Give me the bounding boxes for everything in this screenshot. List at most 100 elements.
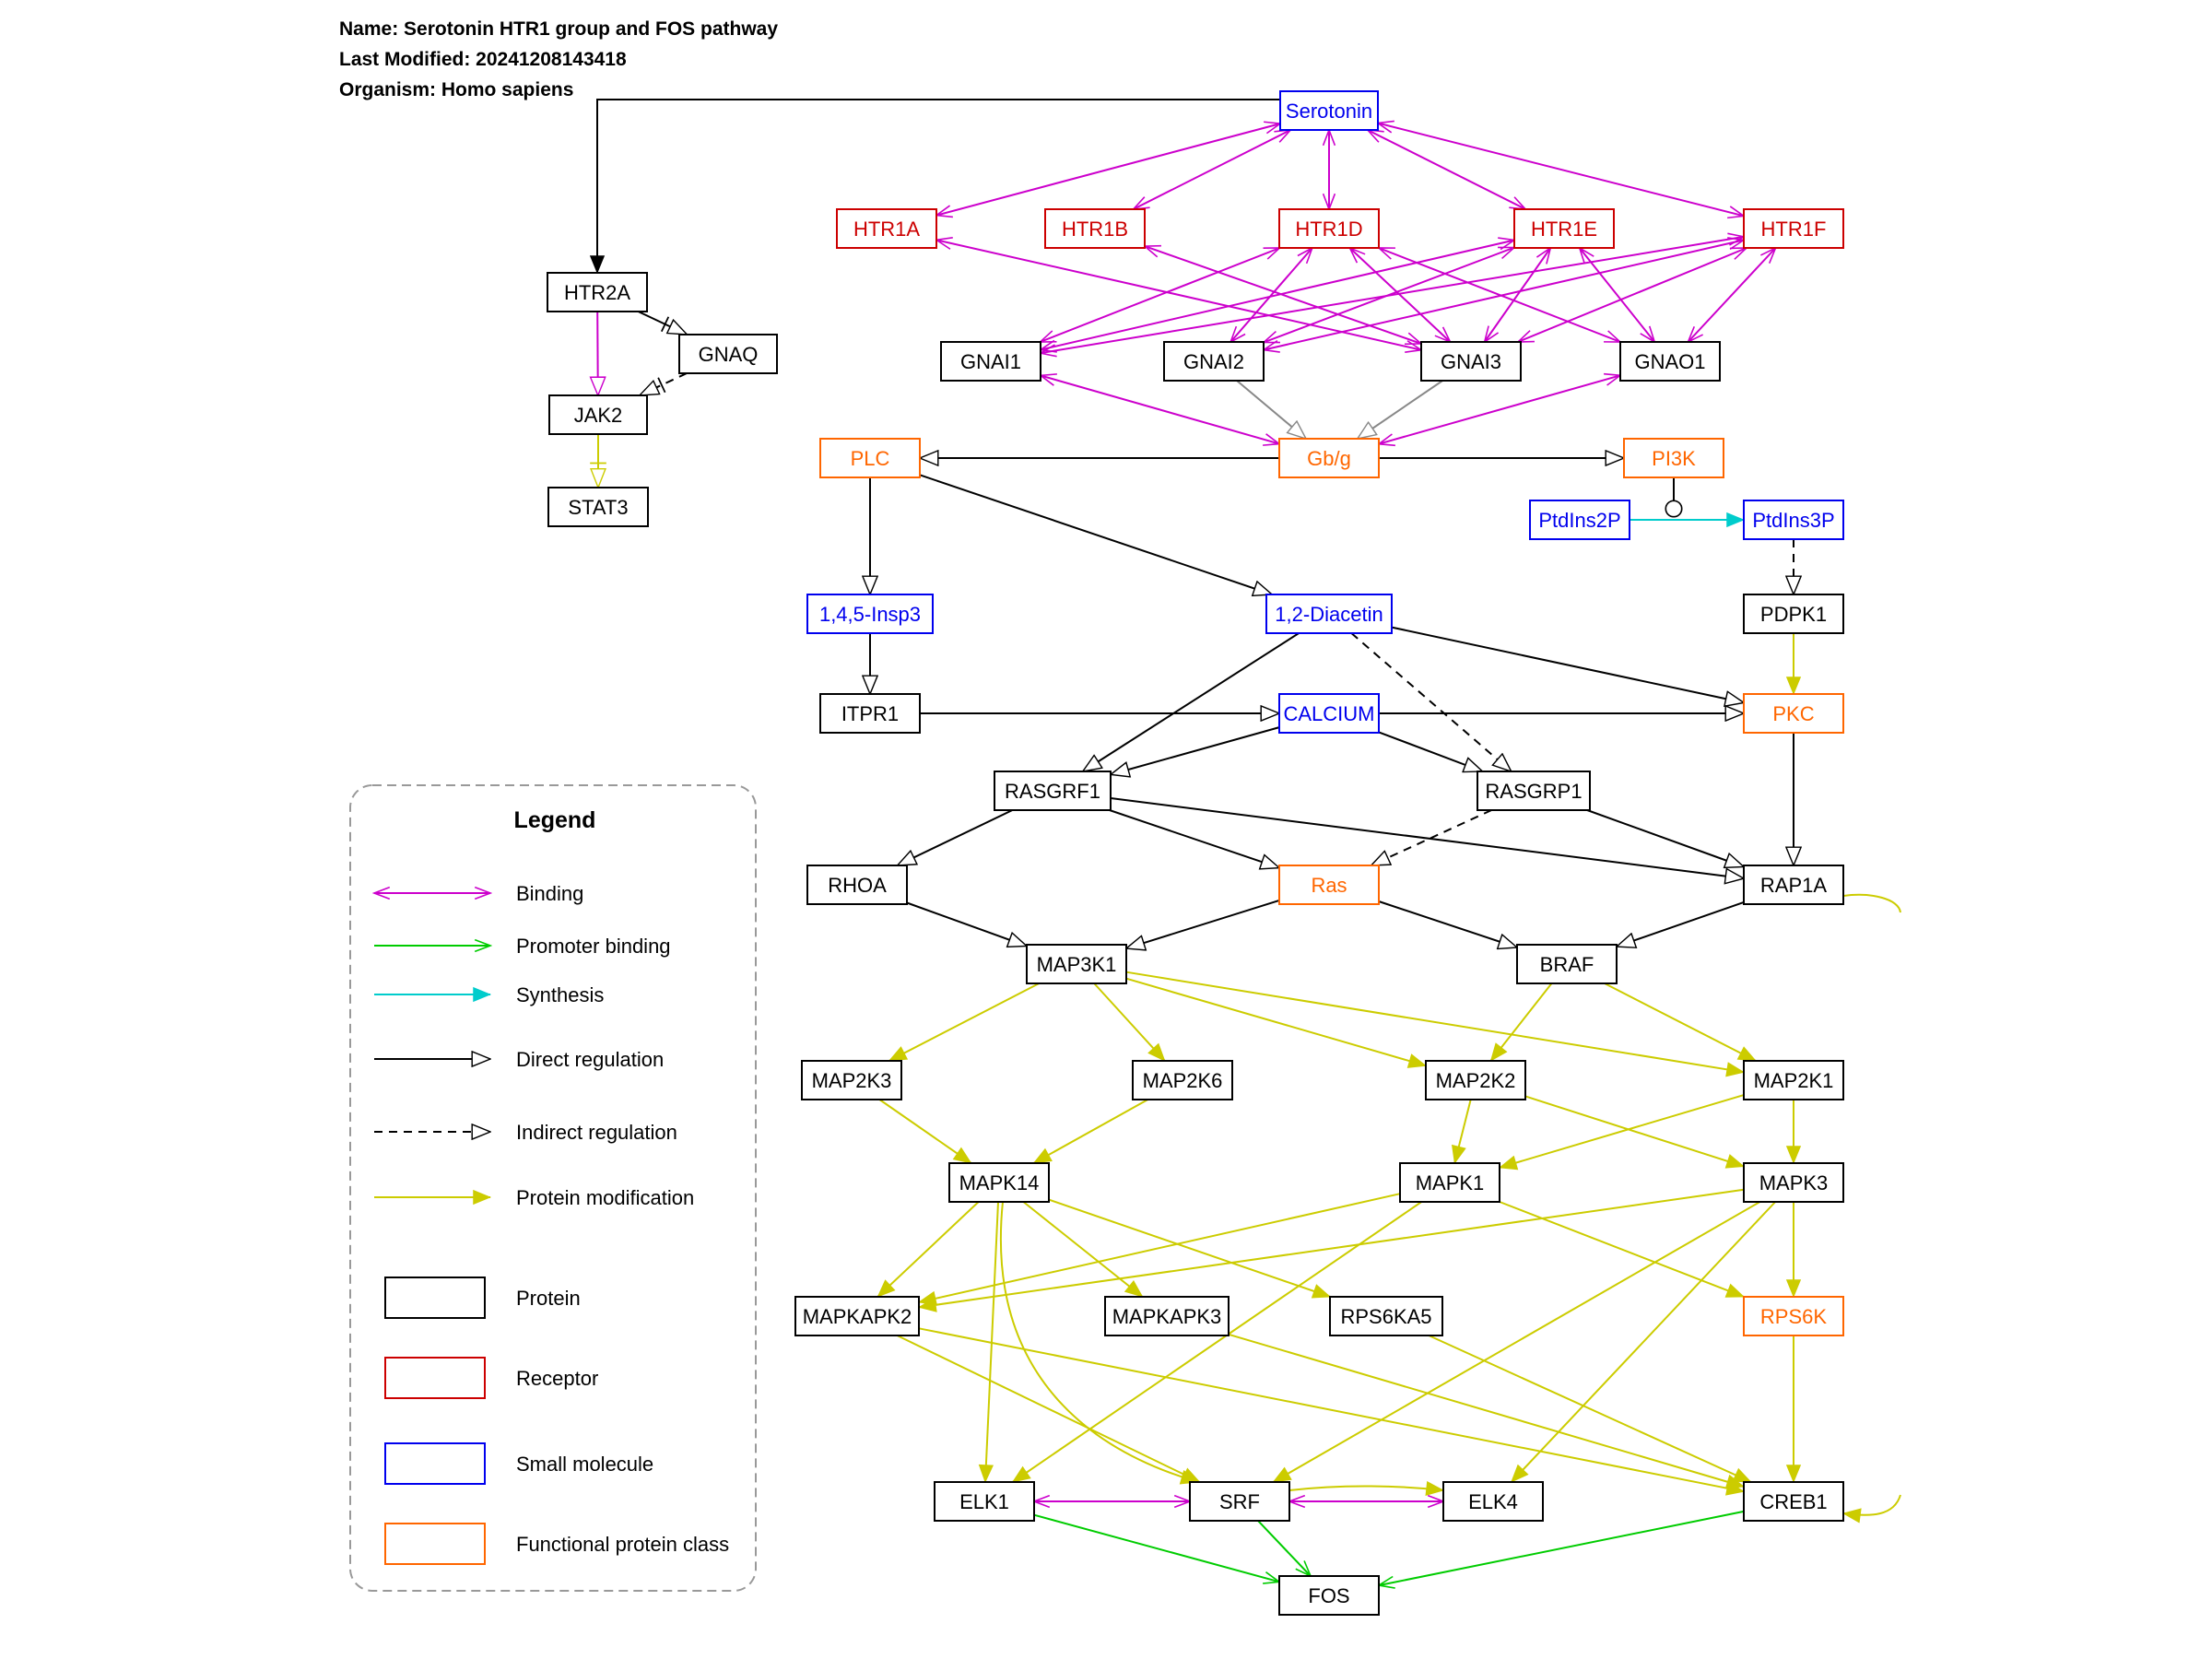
edge-rps6ka5-creb1-modification (1428, 1335, 1751, 1483)
node-label: Ras (1311, 874, 1347, 897)
node-box (678, 334, 778, 374)
node-map2k1[interactable]: MAP2K1 (1743, 1060, 1844, 1100)
node-box (1420, 341, 1522, 382)
node-diacetin[interactable]: 1,2-Diacetin (1265, 594, 1393, 634)
edge-mapk3-srf-modification (1274, 1201, 1760, 1483)
node-gnaq[interactable]: GNAQ (678, 334, 778, 374)
node-pi3k[interactable]: PI3K (1623, 438, 1724, 478)
edge-htr2a-jak2-magenta_open (597, 311, 598, 395)
node-label: 1,4,5-Insp3 (819, 603, 921, 626)
node-mapkapk3[interactable]: MAPKAPK3 (1104, 1296, 1230, 1336)
node-fos[interactable]: FOS (1278, 1575, 1380, 1616)
node-braf[interactable]: BRAF (1516, 944, 1618, 984)
node-htr1e[interactable]: HTR1E (1513, 208, 1615, 249)
node-ras[interactable]: Ras (1278, 865, 1380, 905)
node-label: PKC (1772, 702, 1814, 725)
node-label: GNAO1 (1634, 350, 1705, 373)
node-ptdins2p[interactable]: PtdIns2P (1529, 500, 1630, 540)
legend-label: Small molecule (516, 1453, 653, 1476)
edge-htr1e-gnai1-binding (1041, 241, 1514, 350)
edge-serotonin-htr1f-binding (1378, 124, 1744, 217)
node-htr2a[interactable]: HTR2A (547, 272, 648, 312)
node-label: PDPK1 (1760, 603, 1827, 626)
node-box (1278, 693, 1380, 734)
edge-rasgrp1-ras-indirect (1371, 809, 1492, 866)
edge-rasgrf1-rhoa-direct (898, 809, 1013, 866)
edge-htr2a-gnaq-inhibit_direct (638, 311, 688, 335)
node-plc[interactable]: PLC (819, 438, 921, 478)
node-rap1a[interactable]: RAP1A (1743, 865, 1844, 905)
node-box (1265, 594, 1393, 634)
node-label: PLC (851, 447, 890, 470)
legend-label: Synthesis (516, 983, 604, 1006)
node-box (1623, 438, 1724, 478)
node-label: RASGRP1 (1485, 780, 1582, 803)
node-gnai3[interactable]: GNAI3 (1420, 341, 1522, 382)
node-mapkapk2[interactable]: MAPKAPK2 (794, 1296, 920, 1336)
node-mapk3[interactable]: MAPK3 (1743, 1162, 1844, 1203)
edge-map2k1-mapk1-modification (1500, 1094, 1745, 1168)
edge-rasgrf1-rap1a-direct (1110, 797, 1744, 878)
node-box (1189, 1481, 1290, 1522)
node-serotonin[interactable]: Serotonin (1279, 90, 1379, 131)
edge-htr1a-gnai3-binding (936, 240, 1421, 349)
node-rps6k[interactable]: RPS6K (1743, 1296, 1844, 1336)
node-box (1026, 944, 1127, 984)
legend-item-receptor: Receptor (384, 1357, 598, 1399)
edge-htr1f-gnai2-binding (1264, 240, 1744, 349)
node-stat3[interactable]: STAT3 (547, 487, 649, 527)
node-rps6ka5[interactable]: RPS6KA5 (1329, 1296, 1443, 1336)
edge-mapk1-rps6k-modification (1499, 1201, 1744, 1298)
node-label: MAPK1 (1416, 1171, 1485, 1194)
node-rasgrp1[interactable]: RASGRP1 (1477, 771, 1591, 811)
node-htr1d[interactable]: HTR1D (1278, 208, 1380, 249)
edge-srf-elk4-modification_arc (1288, 1486, 1443, 1490)
node-gnao1[interactable]: GNAO1 (1619, 341, 1721, 382)
legend-label: Direct regulation (516, 1048, 664, 1071)
node-htr1f[interactable]: HTR1F (1743, 208, 1844, 249)
node-htr1b[interactable]: HTR1B (1044, 208, 1146, 249)
node-elk4[interactable]: ELK4 (1442, 1481, 1544, 1522)
legend-label: Receptor (516, 1367, 598, 1390)
node-elk1[interactable]: ELK1 (934, 1481, 1035, 1522)
node-gnai1[interactable]: GNAI1 (940, 341, 1041, 382)
node-map3k1[interactable]: MAP3K1 (1026, 944, 1127, 984)
legend-title: Legend (514, 807, 596, 833)
node-mapk14[interactable]: MAPK14 (948, 1162, 1050, 1203)
node-pdpk1[interactable]: PDPK1 (1743, 594, 1844, 634)
node-label: MAP2K6 (1143, 1069, 1223, 1092)
node-gbg[interactable]: Gb/g (1278, 438, 1380, 478)
node-ptdins3p[interactable]: PtdIns3P (1743, 500, 1844, 540)
node-insp3[interactable]: 1,4,5-Insp3 (806, 594, 934, 634)
node-jak2[interactable]: JAK2 (548, 394, 648, 435)
node-label: RPS6K (1760, 1305, 1827, 1328)
node-mapk1[interactable]: MAPK1 (1399, 1162, 1500, 1203)
node-label: PtdIns2P (1538, 509, 1620, 532)
legend-item-small_molecule: Small molecule (384, 1442, 653, 1485)
node-label: HTR1F (1761, 218, 1827, 241)
node-htr1a[interactable]: HTR1A (836, 208, 937, 249)
node-box (1278, 438, 1380, 478)
node-gnai2[interactable]: GNAI2 (1163, 341, 1265, 382)
node-label: RPS6KA5 (1340, 1305, 1431, 1328)
node-box (1619, 341, 1721, 382)
node-box (1743, 594, 1844, 634)
node-rhoa[interactable]: RHOA (806, 865, 908, 905)
node-map2k6[interactable]: MAP2K6 (1132, 1060, 1233, 1100)
node-label: MAPKAPK2 (803, 1305, 912, 1328)
node-itpr1[interactable]: ITPR1 (819, 693, 921, 734)
node-label: GNAI2 (1183, 350, 1244, 373)
node-calcium[interactable]: CALCIUM (1278, 693, 1380, 734)
edge-map3k1-map2k1-modification (1125, 971, 1744, 1073)
node-creb1[interactable]: CREB1 (1743, 1481, 1844, 1522)
edge-rap1a-offscreen-offscreen_curve (1842, 893, 1901, 913)
node-pkc[interactable]: PKC (1743, 693, 1844, 734)
legend-swatch-box (384, 1442, 486, 1485)
node-map2k2[interactable]: MAP2K2 (1425, 1060, 1526, 1100)
node-label: Gb/g (1307, 447, 1351, 470)
edge-mapk14-mapkapk3-modification (1022, 1201, 1142, 1298)
node-rasgrf1[interactable]: RASGRF1 (994, 771, 1112, 811)
node-srf[interactable]: SRF (1189, 1481, 1290, 1522)
node-map2k3[interactable]: MAP2K3 (801, 1060, 902, 1100)
node-box (794, 1296, 920, 1336)
